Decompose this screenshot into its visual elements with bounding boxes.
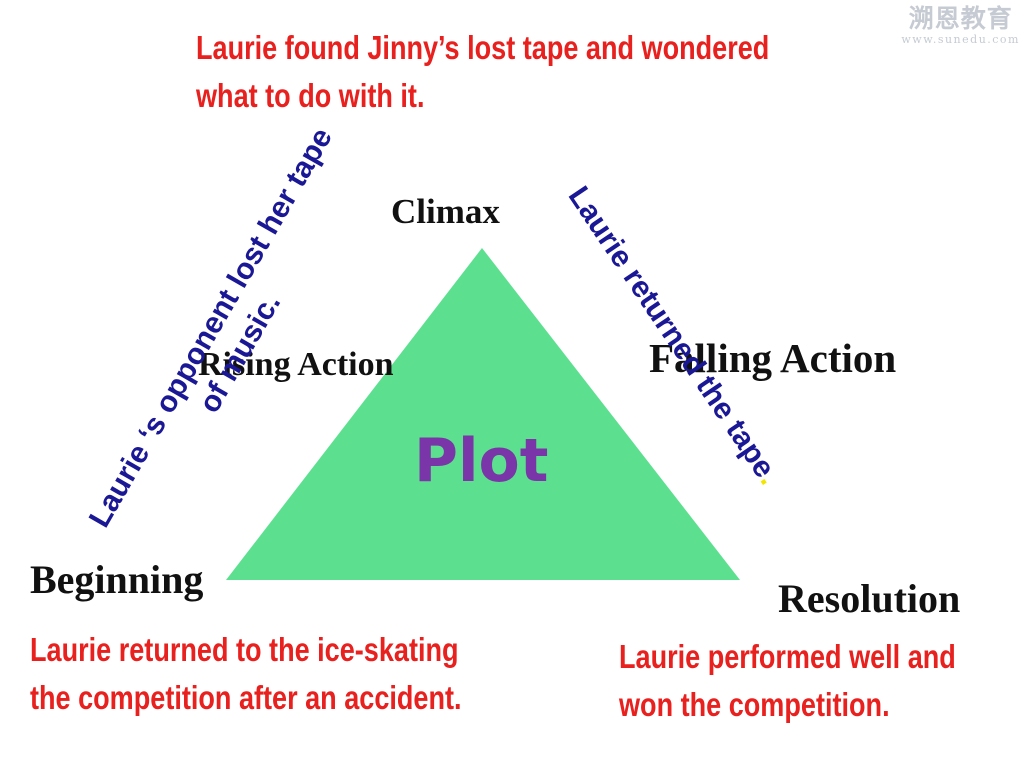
logo-text: 溯恩教育 [908, 4, 1013, 33]
logo-url: www.sunedu.com [901, 33, 1020, 46]
stage-rising-action: Rising Action [198, 346, 394, 383]
beginning-event-line-1: Laurie returned to the ice-skating [30, 631, 459, 668]
stage-climax: Climax [391, 192, 500, 231]
climax-event-line-2: what to do with it. [196, 77, 425, 114]
brand-logo: 溯恩教育 www.sunedu.com [901, 4, 1020, 46]
resolution-event-line-1: Laurie performed well and [619, 638, 956, 675]
plot-triangle-shape [226, 248, 740, 580]
beginning-event-line-2: the competition after an accident. [30, 679, 462, 716]
climax-event-line-1: Laurie found Jinny’s lost tape and wonde… [196, 29, 770, 66]
climax-event-text: Laurie found Jinny’s lost tape and wonde… [196, 24, 769, 120]
stage-falling-action: Falling Action [649, 335, 897, 381]
stage-beginning: Beginning [30, 557, 204, 602]
resolution-event-line-2: won the competition. [619, 686, 890, 723]
stage-resolution: Resolution [778, 576, 961, 621]
beginning-event-text: Laurie returned to the ice-skating the c… [30, 626, 462, 722]
plot-center-label: Plot [414, 426, 549, 496]
resolution-event-text: Laurie performed well and won the compet… [619, 633, 956, 729]
